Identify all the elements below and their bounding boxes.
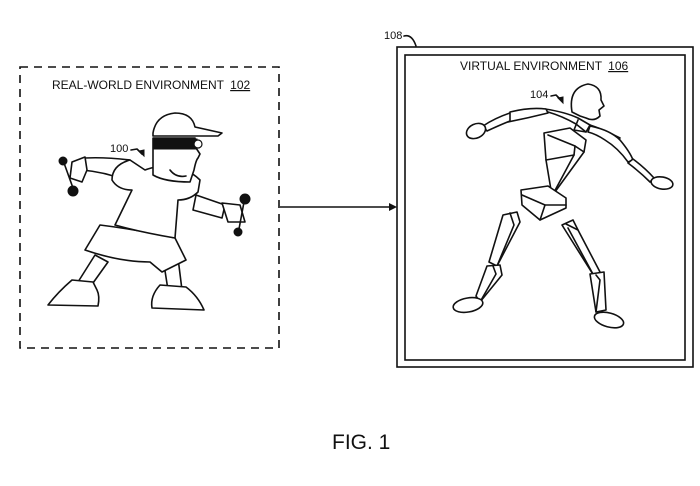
figure-caption: FIG. 1 [332,431,390,454]
user-ref-label: 100 [110,143,128,155]
real-world-environment-label: REAL-WORLD ENVIRONMENT 102 [52,78,250,92]
virtual-ref-number: 106 [608,59,628,73]
display-ref-label: 108 [384,30,402,42]
real-world-ref-number: 102 [230,78,250,92]
avatar-ref-label: 104 [530,89,548,101]
arrow-head [389,203,397,211]
avatar-figure: 104 [452,83,674,329]
real-world-environment-box [19,66,280,349]
virtual-environment-box [404,54,686,361]
user-figure: 100 [47,112,251,311]
display-device-box [396,46,694,368]
virtual-environment-label: VIRTUAL ENVIRONMENT 106 [460,59,629,73]
